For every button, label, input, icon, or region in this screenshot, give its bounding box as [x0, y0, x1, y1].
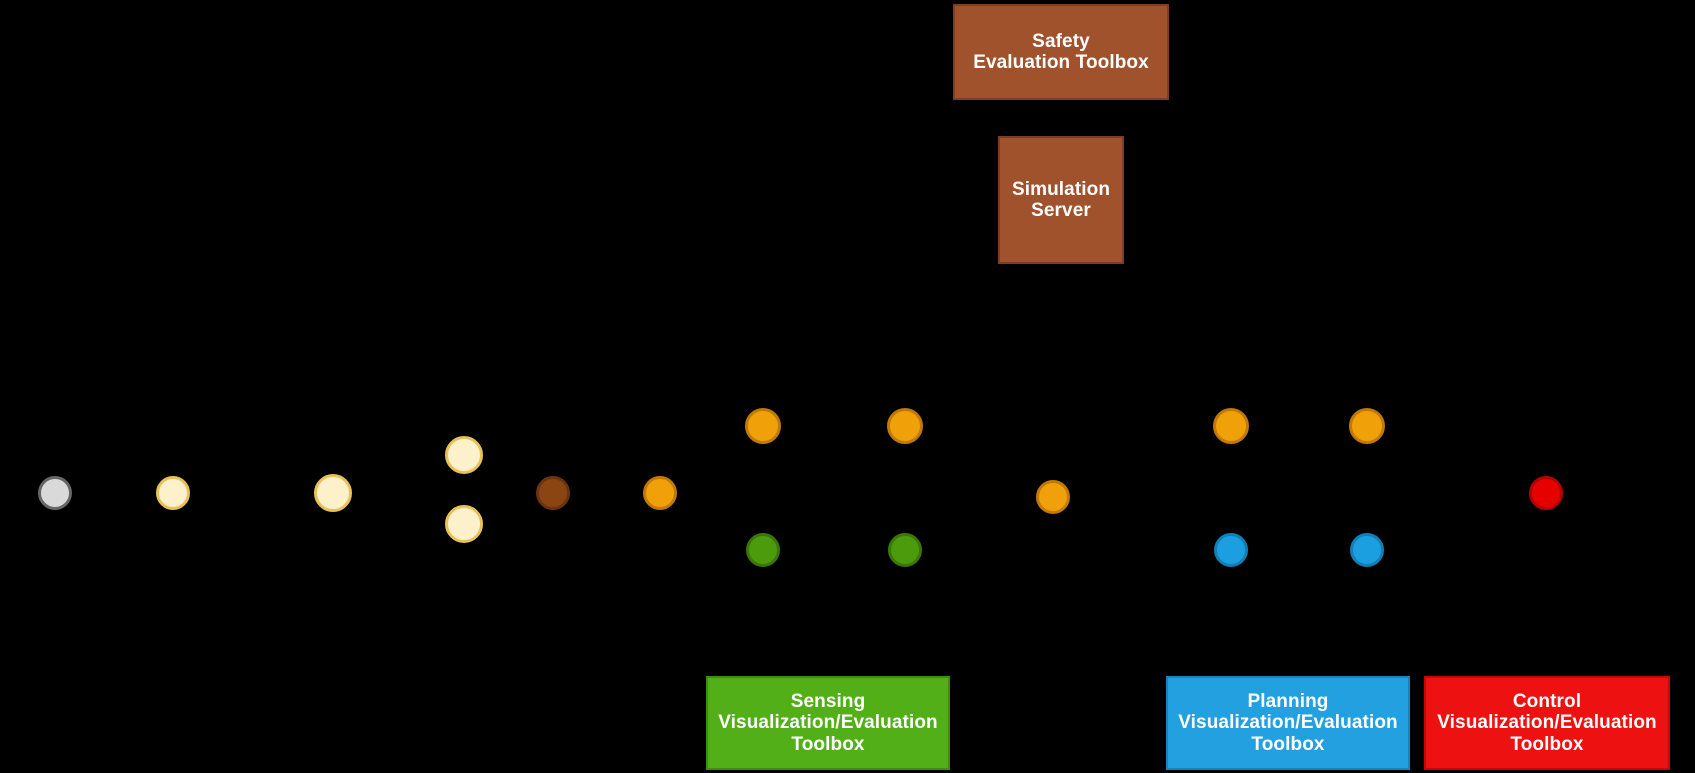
pipeline-node[interactable]: [156, 476, 190, 510]
planning-visualization-evaluation-toolbox-box[interactable]: Planning Visualization/Evaluation Toolbo…: [1166, 676, 1410, 770]
control-visualization-evaluation-toolbox-box[interactable]: Control Visualization/Evaluation Toolbox: [1424, 676, 1670, 770]
safety-evaluation-toolbox-box[interactable]: Safety Evaluation Toolbox: [953, 4, 1169, 100]
pipeline-node[interactable]: [1213, 408, 1249, 444]
pipeline-node[interactable]: [746, 533, 780, 567]
sensing-visualization-evaluation-toolbox-box[interactable]: Sensing Visualization/Evaluation Toolbox: [706, 676, 950, 770]
pipeline-node[interactable]: [38, 476, 72, 510]
simulation-server-box[interactable]: Simulation Server: [998, 136, 1124, 264]
pipeline-node[interactable]: [314, 474, 352, 512]
pipeline-node[interactable]: [745, 408, 781, 444]
pipeline-node[interactable]: [887, 408, 923, 444]
pipeline-node[interactable]: [1036, 480, 1070, 514]
pipeline-node[interactable]: [536, 476, 570, 510]
pipeline-node[interactable]: [1349, 408, 1385, 444]
pipeline-node[interactable]: [1350, 533, 1384, 567]
pipeline-node[interactable]: [643, 476, 677, 510]
pipeline-node[interactable]: [445, 505, 483, 543]
pipeline-node[interactable]: [888, 533, 922, 567]
pipeline-node[interactable]: [445, 436, 483, 474]
pipeline-node[interactable]: [1214, 533, 1248, 567]
pipeline-node[interactable]: [1529, 476, 1563, 510]
